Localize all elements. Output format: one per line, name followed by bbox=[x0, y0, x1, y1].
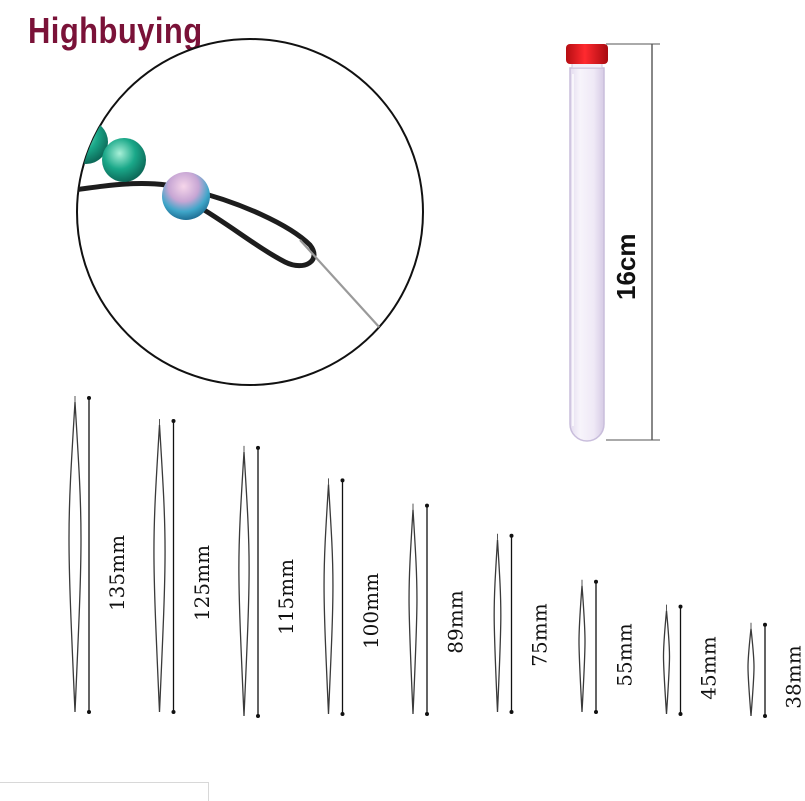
beading-needle bbox=[747, 628, 755, 717]
dimension-endpoint bbox=[256, 714, 260, 718]
dimension-endpoint bbox=[678, 712, 683, 716]
needle-length-label: 38mm bbox=[781, 645, 805, 709]
needle-length-label: 45mm bbox=[696, 635, 721, 700]
dimension-endpoint bbox=[256, 445, 260, 450]
dimension-endpoint bbox=[763, 622, 767, 627]
dimension-endpoint bbox=[763, 714, 767, 718]
tube-cap bbox=[566, 44, 608, 64]
beading-needle bbox=[493, 539, 502, 713]
beading-needle bbox=[238, 451, 250, 717]
needle-tip bbox=[299, 239, 381, 329]
dimension-endpoint bbox=[678, 604, 683, 609]
dimension-endpoint bbox=[340, 478, 345, 483]
elastic-cord bbox=[77, 181, 317, 269]
dimension-endpoint bbox=[340, 712, 345, 716]
bead-teal-1 bbox=[77, 120, 108, 164]
dimension-endpoint bbox=[594, 710, 598, 714]
dimension-endpoint bbox=[509, 533, 514, 538]
dimension-endpoint bbox=[171, 710, 176, 714]
footer-panel bbox=[0, 782, 209, 801]
dimension-endpoint bbox=[425, 503, 429, 508]
needle-length-label: 75mm bbox=[527, 602, 552, 667]
beading-needle bbox=[408, 509, 418, 715]
beading-needle bbox=[323, 484, 334, 715]
dimension-endpoint bbox=[87, 710, 91, 714]
dimension-endpoint bbox=[87, 396, 91, 400]
storage-tube bbox=[566, 43, 660, 442]
needle-length-label: 89mm bbox=[443, 590, 468, 654]
bead-teal-2 bbox=[102, 138, 146, 182]
beading-needle bbox=[68, 401, 82, 713]
tube-length-label: 16cm bbox=[611, 233, 641, 301]
bead-pink bbox=[162, 172, 210, 220]
needle-length-label: 100mm bbox=[358, 572, 383, 649]
needle-set bbox=[68, 396, 767, 718]
beading-needle bbox=[662, 610, 671, 715]
brand-logo: Highbuying bbox=[28, 10, 203, 51]
beading-needle bbox=[153, 424, 166, 713]
dimension-endpoint bbox=[594, 579, 598, 584]
needle-length-label: 125mm bbox=[189, 544, 214, 621]
needle-length-label: 115mm bbox=[274, 559, 299, 636]
needle-length-label: 55mm bbox=[612, 623, 637, 687]
dimension-endpoint bbox=[171, 418, 176, 423]
dimension-endpoint bbox=[425, 712, 429, 716]
needle-length-label: 135mm bbox=[105, 534, 130, 611]
dimension-endpoint bbox=[509, 710, 514, 714]
closeup-inset bbox=[76, 38, 424, 386]
beading-needle bbox=[578, 585, 586, 713]
